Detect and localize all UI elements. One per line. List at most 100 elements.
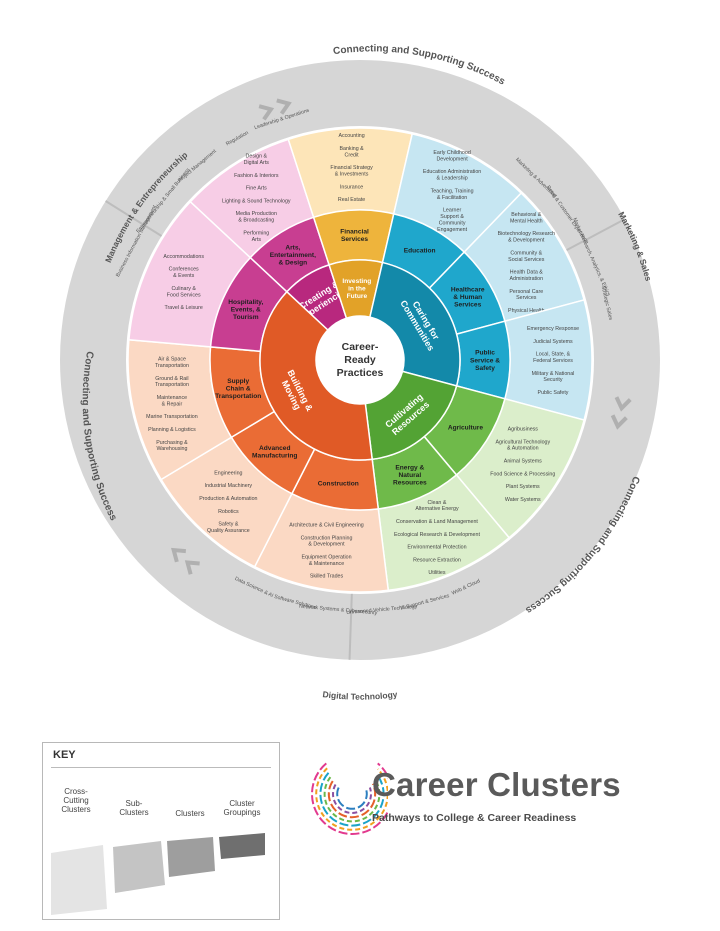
subcluster-item: Clean &	[428, 500, 447, 506]
cluster-label-line: Construction	[318, 480, 359, 487]
subcluster-item: Performing	[243, 230, 269, 236]
career-ready-practices: Career- Ready Practices	[316, 316, 404, 404]
cluster-label-line: Entertainment,	[270, 252, 316, 259]
subcluster-item: Maintenance	[157, 395, 187, 401]
subcluster-item: Social Services	[508, 257, 545, 263]
subcluster-item: & Leadership	[436, 176, 467, 182]
grouping-label-investing-line: in the	[348, 285, 366, 292]
subcluster-item: Industrial Machinery	[205, 483, 253, 489]
subcluster-item: Engagement	[437, 227, 468, 233]
subcluster-item: Food Science & Processing	[490, 471, 555, 477]
cluster-label-line: Supply	[227, 378, 249, 385]
subcluster-item: Arts	[252, 237, 262, 243]
logo-arc	[319, 772, 385, 827]
cluster-label-line: Transportation	[215, 393, 261, 400]
subcluster-item: Robotics	[218, 509, 239, 515]
cluster-label-line: Safety	[475, 365, 495, 372]
cluster-label-line: Education	[404, 247, 436, 254]
key-swatches	[51, 833, 265, 915]
subcluster-item: Purchasing &	[156, 440, 188, 446]
logo-arc	[332, 784, 372, 814]
ring-divider	[566, 218, 626, 252]
subcluster-item: Agricultural Technology	[495, 439, 550, 445]
subcluster-item: & Maintenance	[309, 561, 344, 567]
cluster-label-line: Services	[341, 236, 368, 243]
cluster-label: Hospitality,Events, &Tourism	[228, 299, 263, 321]
subcluster-item: Personal Care	[509, 289, 543, 295]
key-divider	[51, 767, 271, 768]
key-label: Sub-Clusters	[119, 799, 149, 817]
subcluster-item: & Repair	[162, 401, 183, 407]
cluster-label-line: & Design	[279, 259, 308, 266]
ring-chevron-top-icon	[258, 98, 292, 121]
digital-title: Digital Technology	[322, 689, 398, 702]
subcluster-item: Early Childhood	[433, 150, 470, 156]
subcluster-item: Biotechnology Research	[498, 231, 555, 237]
subcluster-item: Design &	[246, 154, 268, 160]
subcluster-item: & Development	[508, 238, 545, 244]
key-label: Clusters	[175, 809, 205, 818]
brand-tagline: Pathways to College & Career Readiness	[372, 812, 577, 824]
cluster-label-line: & Human	[453, 294, 482, 301]
subcluster-item: & Facilitation	[437, 195, 467, 201]
subcluster-item: Culinary &	[171, 286, 196, 292]
ring-chevron-right-icon	[610, 396, 632, 430]
subcluster-item: Planning & Logistics	[148, 427, 196, 433]
cluster-label: Construction	[318, 480, 359, 487]
subcluster-item: Federal Services	[533, 358, 573, 364]
cluster-label-line: Hospitality,	[228, 299, 263, 306]
subcluster-item: Water Systems	[505, 497, 541, 503]
subcluster-item: Mental Health	[510, 218, 543, 224]
subcluster-item: Safety &	[218, 522, 238, 528]
ring-divider	[105, 200, 163, 237]
subcluster-item: Media Production	[236, 211, 277, 217]
subcluster-item: Plant Systems	[506, 484, 540, 490]
subcluster-item: Equipment Operation	[301, 554, 351, 560]
subcluster-item: Agribusiness	[508, 426, 539, 432]
subcluster-item: Education Administration	[423, 169, 481, 175]
subcluster-item: Resource Extraction	[413, 557, 461, 563]
subcluster-item: Conservation & Land Management	[396, 519, 478, 525]
cluster-label-line: Natural	[398, 472, 421, 479]
subcluster-item: & Investments	[335, 172, 369, 178]
subcluster-item: Physical Health	[508, 308, 545, 314]
subcluster-item: Environmental Protection	[407, 545, 466, 551]
logo-arc	[323, 776, 381, 823]
subcluster-item: & Broadcasting	[238, 218, 274, 224]
key-swatch	[51, 845, 107, 915]
center-line-1: Career-	[342, 341, 379, 353]
subcluster-item: Transportation	[155, 363, 189, 369]
key-swatch	[219, 833, 265, 859]
cluster-label-line: Financial	[340, 229, 369, 236]
cluster-label: Agriculture	[448, 424, 484, 431]
subcluster-item: Ground & Rail	[155, 376, 188, 382]
center-line-2: Ready	[344, 354, 376, 366]
subcluster-item: Skilled Trades	[310, 574, 344, 580]
subcluster-item: Production & Automation	[199, 496, 257, 502]
subcluster-item: Military & National	[532, 371, 575, 377]
cluster-label-line: Resources	[393, 480, 427, 487]
subcluster-item: Community &	[510, 250, 542, 256]
subcluster-item: Learner	[443, 208, 461, 214]
subcluster-item: Transportation	[155, 382, 189, 388]
subcluster-item: Accommodations	[163, 254, 204, 260]
subcluster-item: Marine Transportation	[146, 414, 198, 420]
subcluster-item: Public Safety	[538, 390, 569, 396]
cluster-ring: Arts,Entertainment,& DesignFinancialServ…	[209, 209, 511, 511]
subcluster-item: Credit	[345, 152, 360, 158]
subcluster-item: Community	[439, 220, 466, 226]
subcluster-item: Banking &	[340, 146, 365, 152]
subcluster-item: Travel & Leisure	[164, 305, 202, 311]
